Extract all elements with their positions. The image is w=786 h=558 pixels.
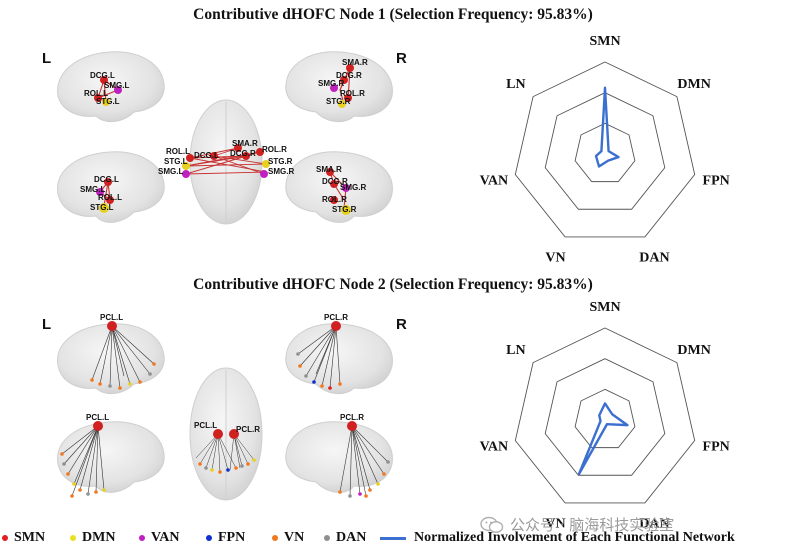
brain-label: SMG.R: [340, 183, 366, 192]
brain-label: SMG.L: [80, 185, 105, 194]
legend-label: DAN: [336, 530, 367, 545]
legend-label: VN: [284, 530, 305, 545]
brain-label: SMA.R: [232, 139, 258, 148]
brain-label: ROL.L: [84, 89, 108, 98]
panel1-right-label: R: [396, 50, 407, 67]
legend-dot: [272, 535, 278, 541]
brain-label: PCL.R: [340, 413, 364, 422]
brain-label: ROL.L: [166, 147, 190, 156]
radar-axis-label: SMN: [589, 302, 620, 315]
radar-ring: [544, 92, 666, 210]
legend-item-vn: VN: [272, 530, 304, 546]
brain-label: PCL.R: [324, 313, 348, 322]
legend-dot: [70, 535, 76, 541]
brain-medial-left-bottom: [57, 151, 165, 223]
brain-label: DCG.L: [90, 71, 115, 80]
radar-axis-label: VN: [545, 251, 565, 266]
brain-label: SMG.R: [268, 167, 294, 176]
radar-chart-node2: SMN DMN FPN DAN VN VAN LN: [480, 302, 730, 532]
radar-ring: [544, 358, 666, 476]
radar-ring: [514, 61, 696, 238]
radar-axis-label: DAN: [639, 251, 669, 266]
radar-axis-label: VAN: [480, 173, 509, 188]
brain-label: PCL.R: [236, 425, 260, 434]
radar-axis-label: FPN: [703, 439, 730, 454]
wechat-icon: [480, 516, 504, 533]
brain-label: DCG.R: [322, 177, 348, 186]
brain-label: SMG.L: [104, 81, 129, 90]
brain-label: STG.L: [96, 97, 120, 106]
panel1-title: Contributive dHOFC Node 1 (Selection Fre…: [193, 6, 593, 23]
brain-label: SMA.R: [316, 165, 342, 174]
brain-label: STG.L: [164, 157, 188, 166]
panel1-left-label: L: [42, 50, 52, 67]
legend-dot: [206, 535, 212, 541]
legend-item-dan: DAN: [324, 530, 366, 546]
brain-label: PCL.L: [86, 413, 109, 422]
radar-series-line: [577, 402, 629, 476]
radar-ring: [574, 122, 636, 183]
brain-label: PCL.L: [194, 421, 217, 430]
legend-item-involvement-line: Normalized Involvement of Each Functiona…: [380, 530, 735, 546]
radar-axis-label: DMN: [677, 77, 710, 92]
radar-axis-label: DAN: [639, 517, 669, 532]
panel2-title: Contributive dHOFC Node 2 (Selection Fre…: [193, 276, 593, 293]
radar-axis-label: SMN: [589, 36, 620, 49]
watermark: 公众号 · 脑海科技实验室: [480, 514, 674, 535]
brain-label: STG.R: [332, 205, 357, 214]
panel2-right-label: R: [396, 316, 407, 333]
radar-axis-label: FPN: [703, 173, 730, 188]
radar-axis-label: VN: [545, 517, 565, 532]
brain-label: ROL.R: [262, 145, 287, 154]
legend-dot: [2, 535, 8, 541]
radar-ring: [574, 388, 636, 449]
panel2-left-label: L: [42, 316, 52, 333]
radar-chart-node1: SMN DMN FPN DAN VN VAN LN: [480, 36, 730, 266]
brain-label: DCG.L: [94, 175, 119, 184]
brain-label: SMG.R: [318, 79, 344, 88]
panel2-brain-views: PCL.L PCL.R PCL.L PCL.R PCL.L PCL.R: [57, 313, 393, 501]
brain-label: PCL.L: [100, 313, 123, 322]
brain-medial-right-bottom: [285, 151, 393, 223]
panel1-brain-views: DCG.L SMG.L ROL.L STG.L SMA.R DCG.R SMG.…: [57, 51, 393, 225]
brain-label: ROL.R: [322, 195, 347, 204]
brain-lateral-right-top: [285, 323, 393, 394]
brain-lateral-right-top: [285, 51, 393, 122]
brain-label: ROL.R: [340, 89, 365, 98]
brain-label: DCG.R: [336, 71, 362, 80]
legend: SMN DMN VAN FPN VN DAN Normalized Involv…: [0, 530, 786, 552]
brain-label: SMG.L: [158, 167, 183, 176]
brain-label: DCG.R: [230, 149, 256, 158]
brain-lateral-left-top: [57, 51, 165, 122]
radar-axis-label: LN: [506, 343, 525, 358]
watermark-text: 公众号 · 脑海科技实验室: [510, 516, 675, 534]
radar-axis-label: VAN: [480, 439, 509, 454]
legend-item-van: VAN: [139, 530, 180, 546]
brain-medial-right-bottom: [285, 421, 393, 493]
legend-item-smn: SMN: [2, 530, 45, 546]
legend-label: FPN: [218, 530, 246, 545]
legend-label: VAN: [151, 530, 180, 545]
legend-line-label: Normalized Involvement of Each Functiona…: [414, 530, 735, 545]
brain-label: ROL.L: [98, 193, 122, 202]
legend-item-dmn: DMN: [70, 530, 115, 546]
brain-label: STG.R: [268, 157, 293, 166]
brain-label: SMA.R: [342, 58, 368, 67]
radar-series-line: [594, 86, 620, 168]
brain-medial-left-bottom: [57, 421, 165, 493]
legend-dot: [324, 535, 330, 541]
brain-label: STG.R: [326, 97, 351, 106]
brain-label: DCG.L: [194, 151, 219, 160]
legend-item-fpn: FPN: [206, 530, 245, 546]
brain-label: STG.L: [90, 203, 114, 212]
legend-line-swatch: [380, 536, 406, 540]
legend-label: DMN: [82, 530, 116, 545]
legend-dot: [139, 535, 145, 541]
radar-ring: [514, 327, 696, 504]
legend-label: SMN: [14, 530, 46, 545]
radar-axis-label: LN: [506, 77, 525, 92]
radar-axis-label: DMN: [677, 343, 710, 358]
